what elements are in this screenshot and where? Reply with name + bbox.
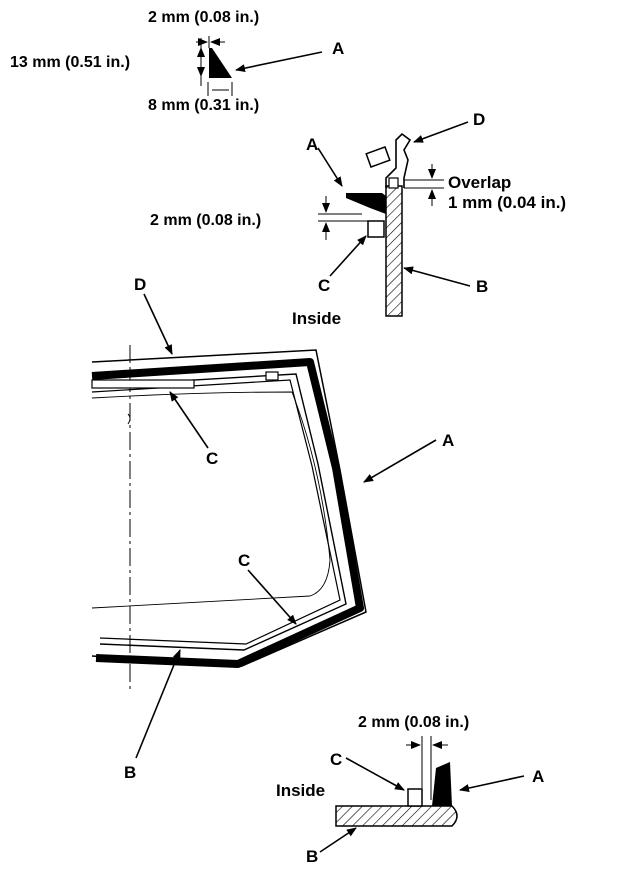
windshield-label-c-top: C: [206, 449, 218, 468]
leader-arrow-c: [329, 235, 367, 277]
section-top-inside: Inside: [292, 309, 341, 328]
spacer-band-inner: [91, 379, 341, 645]
glass-inner-line: [91, 391, 331, 609]
glass-outer-edge: [91, 349, 367, 667]
top-spacer-segment: [91, 379, 195, 389]
dam-rubber: [346, 193, 386, 214]
leader-arrow-a: [235, 51, 323, 73]
dam-profile-shape: [209, 48, 232, 78]
leader-arrow-b: [135, 649, 181, 759]
windshield-label-c-bottom: C: [238, 551, 250, 570]
leader-arrow-d: [413, 121, 469, 143]
leader-arrow-b: [319, 827, 357, 853]
top-profile-dim-left: 13 mm (0.51 in.): [10, 54, 130, 71]
section-top-overlap-2: 1 mm (0.04 in.): [448, 193, 566, 212]
mirror-mount: [127, 413, 131, 425]
section-top-overlap-1: Overlap: [448, 173, 511, 192]
section-top-detail: A D Overlap 1 mm (0.04 in.) 2 mm (0.08 i…: [150, 110, 566, 328]
leader-arrow-c: [169, 391, 209, 449]
top-profile-label-a: A: [332, 39, 344, 58]
windshield-label-b: B: [124, 763, 136, 782]
spacer-band-outer: [91, 373, 347, 651]
leader-arrow-a: [317, 147, 343, 187]
leader-arrow-b: [403, 266, 471, 287]
molding: [385, 132, 412, 188]
windshield-label-a: A: [442, 431, 454, 450]
glass-panel: [335, 805, 458, 827]
spacer: [367, 220, 385, 238]
glass-panel: [385, 185, 403, 317]
leader-arrow-d: [143, 293, 173, 355]
section-top-label-a: A: [306, 135, 318, 154]
section-top-label-d: D: [473, 110, 485, 129]
spacer-clip: [265, 371, 279, 381]
molding-clip: [365, 146, 391, 168]
section-bottom-label-a: A: [532, 767, 544, 786]
leader-arrow-a: [363, 439, 437, 483]
leader-arrow-c: [345, 757, 405, 791]
section-bottom-label-c: C: [330, 750, 342, 769]
molding-lip: [388, 177, 399, 189]
section-bottom-inside: Inside: [276, 781, 325, 800]
windshield-view: D C A C B: [91, 275, 454, 782]
section-bottom-dim: 2 mm (0.08 in.): [358, 714, 469, 731]
section-top-gap: 2 mm (0.08 in.): [150, 212, 261, 229]
section-top-label-c: C: [318, 276, 330, 295]
spacer: [407, 788, 423, 807]
top-profile-dim-top: 2 mm (0.08 in.): [148, 9, 259, 26]
section-bottom-label-b: B: [306, 847, 318, 866]
section-bottom-detail: 2 mm (0.08 in.) C A Inside B: [276, 714, 544, 866]
top-profile-dim-bottom: 8 mm (0.31 in.): [148, 97, 259, 114]
dam-rubber: [432, 762, 452, 806]
leader-arrow-a: [459, 775, 525, 792]
windshield-label-d: D: [134, 275, 146, 294]
leader-arrow-c: [247, 569, 297, 625]
section-top-label-b: B: [476, 277, 488, 296]
top-profile-detail: 2 mm (0.08 in.) 13 mm (0.51 in.) 8 mm (0…: [10, 9, 344, 114]
dam-rubber-band: [91, 358, 364, 668]
